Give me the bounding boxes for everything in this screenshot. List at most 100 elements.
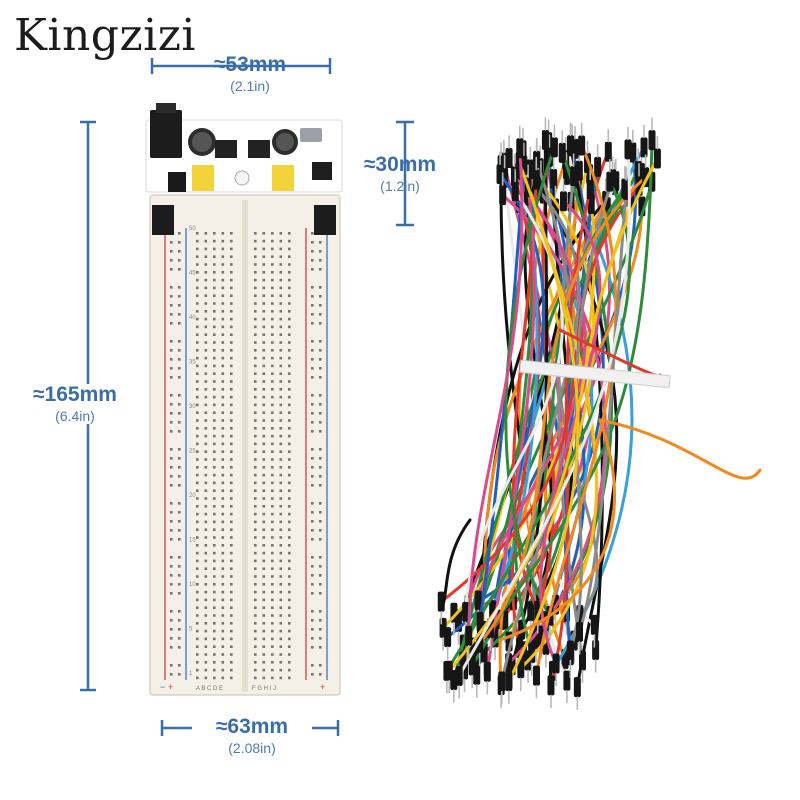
breadboard-hole [196,325,199,329]
wire-connector [592,639,600,660]
breadboard-hole [196,333,199,336]
breadboard-hole [279,294,283,297]
breadboard-hole [319,466,322,469]
breadboard-hole [288,520,291,524]
breadboard-hole [288,317,291,321]
breadboard-hole [288,676,291,680]
breadboard-hole [230,575,233,578]
breadboard-hole [213,536,216,539]
breadboard-hole [221,255,225,258]
breadboard-hole [288,622,291,625]
breadboard-hole [204,473,208,477]
breadboard-hole [271,497,274,500]
breadboard-hole [319,574,322,577]
breadboard-hole [271,676,274,680]
breadboard-hole [204,302,208,305]
breadboard-hole [319,376,322,379]
row-number: 20 [189,493,196,499]
breadboard-hole [230,388,233,391]
breadboard-hole [196,434,199,438]
breadboard-hole [170,394,173,397]
row-number: 25 [189,449,196,455]
wire-connector [552,653,560,674]
breadboard-hole [221,232,225,235]
breadboard-hole [204,263,208,266]
svg-text:+: + [320,682,325,692]
breadboard-hole [213,239,216,243]
breadboard-hole [221,278,225,282]
breadboard-hole [221,310,225,313]
breadboard-hole [204,583,208,586]
breadboard-hole [196,302,199,305]
breadboard-hole [221,263,225,266]
breadboard-hole [170,241,173,244]
breadboard-hole [178,421,181,424]
breadboard-hole [288,294,291,297]
breadboard-hole [254,325,257,329]
breadboard-hole [230,395,233,399]
breadboard-hole [230,239,233,243]
breadboard-hole [204,411,208,414]
breadboard-hole [254,263,257,266]
breadboard-hole [262,333,266,336]
breadboard-hole [271,341,274,344]
breadboard-hole [221,427,225,430]
breadboard-hole [178,295,181,298]
breadboard-hole [196,528,199,531]
breadboard-hole [196,497,199,500]
breadboard-hole [254,333,257,336]
breadboard-hole [271,255,274,258]
breadboard-hole [262,341,266,344]
wire-connector [532,665,540,686]
breadboard-hole [288,575,291,578]
breadboard-hole [170,304,173,307]
breadboard-hole [230,364,233,368]
breadboard-hole [178,367,181,370]
breadboard-hole [213,325,216,329]
breadboard-hole [254,302,257,305]
breadboard-hole [288,395,291,399]
breadboard-hole [254,520,257,524]
breadboard-hole [254,466,257,469]
breadboard-hole [230,653,233,656]
breadboard-hole [271,239,274,243]
led [234,170,250,186]
dc-jack [150,110,182,158]
wire-connector [455,666,463,687]
breadboard-hole [196,559,199,563]
breadboard-hole [170,286,173,289]
wire-connector [586,179,594,200]
breadboard-hole [279,497,283,500]
breadboard-hole [262,388,266,391]
breadboard-hole [311,502,314,505]
breadboard-hole [221,559,225,563]
breadboard-hole [254,232,257,235]
breadboard-hole [254,356,257,360]
breadboard-hole [311,367,314,370]
breadboard-hole [254,403,257,407]
breadboard-hole [230,536,233,539]
breadboard-hole [262,364,266,368]
breadboard-hole [178,340,181,343]
breadboard-hole [288,302,291,305]
breadboard-hole [262,466,266,469]
breadboard-hole [279,575,283,578]
breadboard-hole [254,637,257,641]
breadboard-hole [271,278,274,282]
breadboard-hole [311,538,314,541]
breadboard-hole [230,528,233,531]
breadboard-hole [254,606,257,609]
breadboard-hole [221,403,225,407]
board-height-label: ≈165mm (6.4in) [12,384,138,424]
breadboard-hole [319,322,322,325]
breadboard-hole [254,676,257,680]
breadboard-hole [262,637,266,641]
breadboard-hole [221,505,225,508]
breadboard-hole [213,419,216,422]
breadboard-hole [230,473,233,477]
breadboard-hole [279,388,283,391]
breadboard-hole [196,232,199,235]
breadboard-hole [271,333,274,336]
breadboard-hole [288,341,291,344]
breadboard-hole [204,528,208,531]
